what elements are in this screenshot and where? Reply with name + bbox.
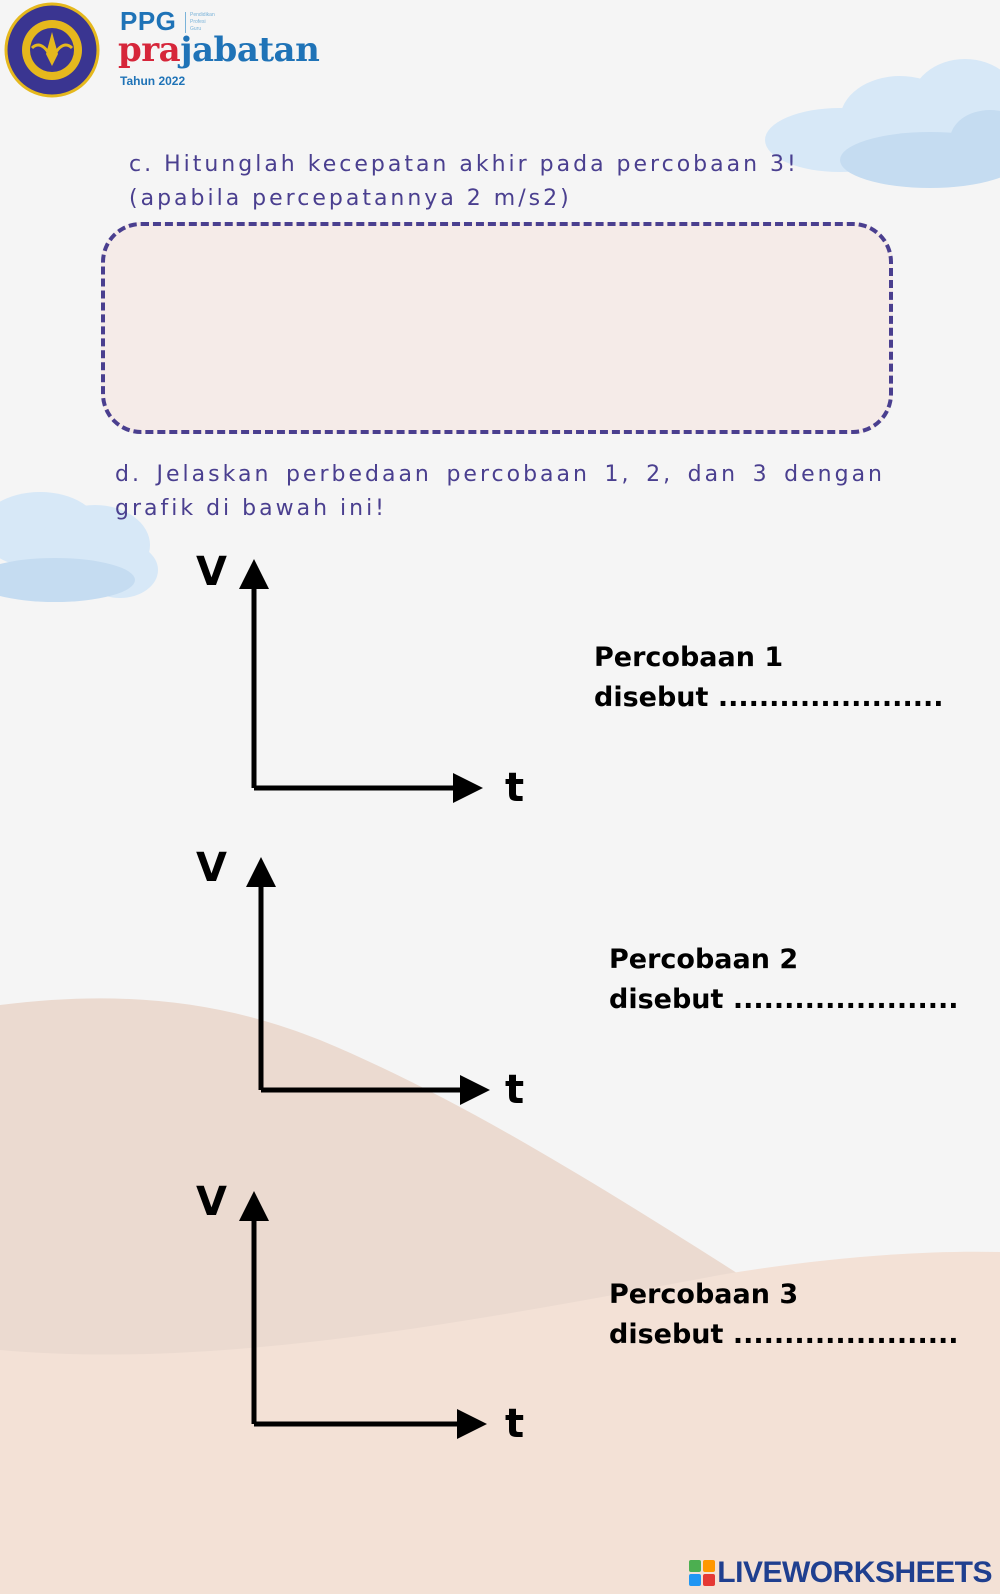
ppg-subtitle: Pendidikan Profesi Guru <box>185 12 215 33</box>
graph-3-axes <box>239 1191 487 1439</box>
percobaan-2-label: Percobaan 2 disebut ....................… <box>609 940 958 1020</box>
percobaan-1-blank[interactable]: disebut ...................... <box>594 682 944 713</box>
year-label: Tahun 2022 <box>120 74 186 88</box>
prajabatan-blue: jabatan <box>180 30 320 70</box>
graph-1-y-label: V <box>196 549 227 595</box>
answer-box-c[interactable] <box>101 222 893 434</box>
sand-dune-front <box>0 1251 1000 1594</box>
ppg-sub-line: Profesi <box>190 19 206 25</box>
percobaan-1-title: Percobaan 1 <box>594 642 784 673</box>
graph-1-x-label: t <box>505 765 525 811</box>
percobaan-2-blank[interactable]: disebut ...................... <box>609 984 959 1015</box>
percobaan-3-blank[interactable]: disebut ...................... <box>609 1319 959 1350</box>
graph-3-x-label: t <box>505 1401 525 1447</box>
graph-1-axes <box>239 559 483 803</box>
cloud-top-right <box>765 59 1000 188</box>
graph-3-y-label: V <box>196 1179 227 1225</box>
liveworksheets-icon <box>689 1560 716 1586</box>
liveworksheets-brand: LIVEWORKSHEETS <box>689 1556 992 1590</box>
ppg-sub-line: Guru <box>190 26 202 32</box>
graph-2-x-label: t <box>505 1067 525 1113</box>
prajabatan-logo-text: prajabatan <box>118 30 320 70</box>
university-seal-logo <box>4 2 100 98</box>
percobaan-3-label: Percobaan 3 disebut ....................… <box>609 1275 958 1355</box>
ppg-logo-text: PPG <box>120 6 177 36</box>
question-d: d. Jelaskan perbedaan percobaan 1, 2, da… <box>115 462 885 521</box>
prajabatan-red: pra <box>118 30 181 70</box>
percobaan-1-label: Percobaan 1 disebut ....................… <box>594 638 943 718</box>
question-c: c. Hitunglah kecepatan akhir pada percob… <box>129 152 799 211</box>
graph-2-axes <box>246 857 490 1105</box>
graph-2-y-label: V <box>196 845 227 891</box>
percobaan-2-title: Percobaan 2 <box>609 944 799 975</box>
percobaan-3-title: Percobaan 3 <box>609 1279 799 1310</box>
cloud-left <box>0 492 158 602</box>
ppg-sub-line: Pendidikan <box>190 12 215 18</box>
liveworksheets-text: LIVEWORKSHEETS <box>717 1556 992 1589</box>
